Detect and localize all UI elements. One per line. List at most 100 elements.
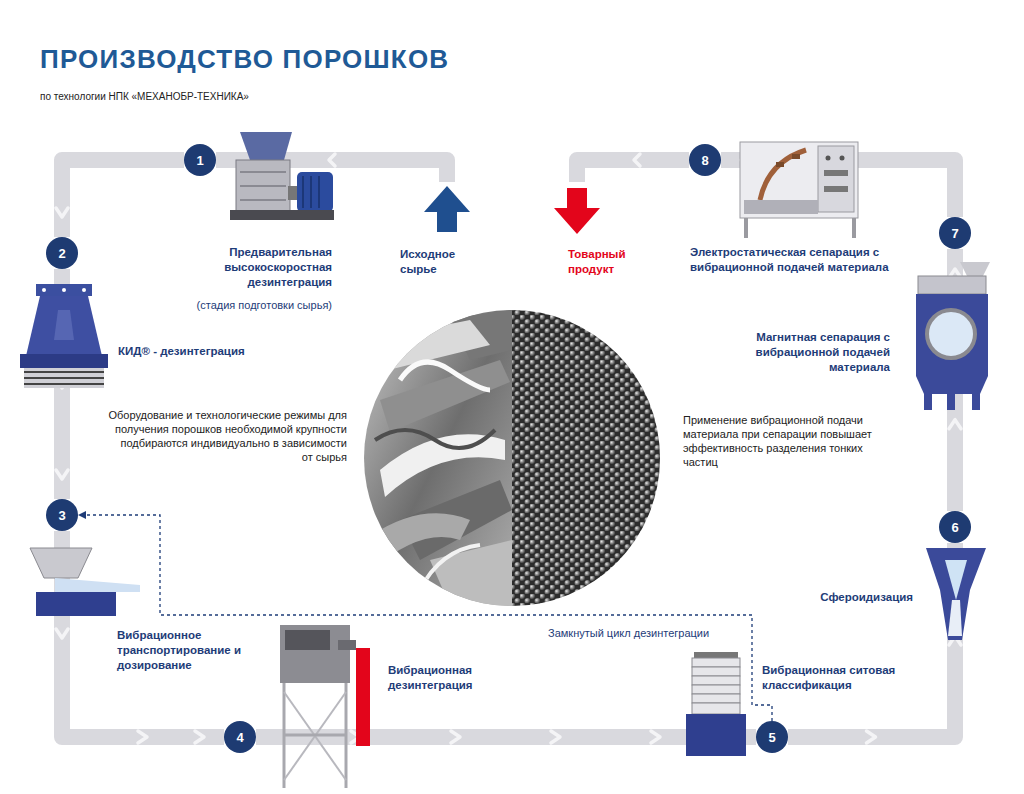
subtitle: по технологии НПК «МЕХАНОБР-ТЕХНИКА» <box>40 90 440 103</box>
crusher-icon-part <box>318 176 320 208</box>
vibratory-feeder-icon-part <box>36 592 116 616</box>
stage-label: Магнитная сепарация с вибрационной подач… <box>730 330 890 375</box>
callout-number: 1 <box>196 153 203 168</box>
flow-chevron <box>451 731 460 743</box>
electrostatic-separator-icon-part <box>740 142 858 218</box>
flow-chevron <box>651 731 660 743</box>
arrow-head <box>78 511 86 519</box>
crusher-icon-part <box>230 210 334 220</box>
sieve-classifier-icon-part <box>686 714 746 756</box>
crusher-icon-part <box>310 176 312 208</box>
stage-label: Электростатическая сепарация с вибрацион… <box>690 245 895 275</box>
central-photo <box>364 310 660 606</box>
electrostatic-separator-icon <box>740 142 858 238</box>
vibratory-disintegrator-icon-part <box>280 625 350 683</box>
electrostatic-separator-icon-part <box>826 156 831 161</box>
electrostatic-separator-icon-part <box>824 186 848 192</box>
kid-disintegrator-icon-part <box>24 383 104 385</box>
stage-label: Вибрационное транспортирование и дозиров… <box>117 628 252 673</box>
stage-label: КИД® - дезинтеграция <box>118 344 298 359</box>
stage-note: (стадия подготовки сырья) <box>172 298 332 312</box>
flow-chevron <box>138 731 147 743</box>
vibratory-disintegrator-icon-part <box>356 648 370 746</box>
sieve-classifier-icon-part <box>692 667 740 676</box>
magnetic-separator-icon-part <box>972 394 980 410</box>
central-photo-part <box>430 540 512 606</box>
sieve-classifier-icon-part <box>692 694 740 703</box>
callout-number: 6 <box>951 520 958 535</box>
step-number-circle: 7 <box>939 217 971 249</box>
callout-number: 5 <box>768 730 775 745</box>
electrostatic-separator-icon-part <box>852 218 856 238</box>
vibratory-disintegrator-icon <box>280 625 370 788</box>
callout-number: 7 <box>951 226 958 241</box>
spheroidizer-icon-part <box>948 600 962 636</box>
central-photo-part <box>375 430 495 448</box>
sieve-classifier-icon <box>686 652 746 756</box>
kid-disintegrator-icon-part <box>24 368 104 388</box>
electrostatic-separator-icon-part <box>824 170 848 176</box>
electrostatic-separator-icon-part <box>818 146 854 212</box>
step-number-circle: 1 <box>184 144 216 176</box>
crusher-icon-part <box>240 185 286 187</box>
crusher-icon-part <box>236 160 290 212</box>
magnetic-separator-icon-part <box>918 276 986 294</box>
kid-disintegrator-icon-part <box>20 354 108 368</box>
page-title: ПРОИЗВОДСТВО ПОРОШКОВ <box>40 44 449 75</box>
flow-chevron <box>949 420 961 429</box>
magnetic-separator-icon-part <box>927 310 975 358</box>
step-number-circle: 3 <box>46 499 78 531</box>
flow-band-group <box>256 731 756 743</box>
sieve-classifier-icon-part <box>692 703 740 714</box>
step-number-circle: 8 <box>689 144 721 176</box>
flow-chevron <box>551 731 560 743</box>
flow-band-group <box>56 160 184 237</box>
vibratory-disintegrator-icon-part <box>284 692 346 780</box>
magnetic-separator-icon <box>916 262 990 410</box>
spheroidizer-icon <box>926 548 986 640</box>
input-output-band-part <box>634 154 640 166</box>
electrostatic-separator-icon-part <box>792 154 800 159</box>
callout-number: 2 <box>58 246 65 261</box>
electrostatic-separator-icon-part <box>760 150 806 200</box>
central-photo-part <box>400 362 490 390</box>
kid-disintegrator-icon-part <box>24 377 104 379</box>
spheroidizer-icon-part <box>945 560 967 600</box>
flow-band-connector <box>256 729 756 745</box>
step-number-circle: 2 <box>46 237 78 269</box>
flow-chevron <box>56 629 68 638</box>
kid-disintegrator-icon-part <box>42 288 46 292</box>
kid-disintegrator-icon-part <box>62 288 66 292</box>
magnetic-separator-icon-part <box>916 376 988 394</box>
magnetic-separator-icon-part <box>947 394 955 410</box>
central-photo-part <box>512 310 660 606</box>
vibratory-disintegrator-icon-part <box>285 630 330 650</box>
crusher-icon-part <box>302 176 304 208</box>
crusher-icon-part <box>297 172 333 212</box>
crusher-icon-part <box>240 199 286 201</box>
callout-number: 4 <box>236 730 243 745</box>
flow-band-connector <box>62 160 184 237</box>
vibratory-feeder-icon-part <box>30 548 92 578</box>
flow-chevron <box>56 208 68 217</box>
connector-label: Замкнутый цикл дезинтеграции <box>545 626 712 640</box>
kid-disintegrator-icon-part <box>36 284 92 296</box>
kid-disintegrator-icon <box>20 284 108 388</box>
output-label: Товарный продукт <box>568 247 642 277</box>
stage-label: Предварительная высокоскоростная дезинте… <box>202 245 332 290</box>
kid-disintegrator-icon-part <box>24 371 104 373</box>
vibratory-disintegrator-icon-part <box>284 734 346 737</box>
stage-label: Сфероидизация <box>800 590 913 605</box>
step-number-circle: 4 <box>224 721 256 753</box>
sieve-classifier-icon-part <box>692 685 740 694</box>
crusher-icon-part <box>288 186 298 200</box>
central-photo-part <box>365 513 470 572</box>
electrostatic-separator-icon-part <box>744 218 748 238</box>
flow-band-connector <box>788 543 955 737</box>
stage-label: Вибрационная дезинтеграция <box>388 663 498 693</box>
callout-number: 8 <box>701 153 708 168</box>
note-text: Оборудование и технологические режимы дл… <box>107 408 347 464</box>
flow-chevron <box>867 731 876 743</box>
raw-material-arrow <box>424 186 470 232</box>
stage-label: Вибрационная ситовая классификация <box>762 663 917 693</box>
